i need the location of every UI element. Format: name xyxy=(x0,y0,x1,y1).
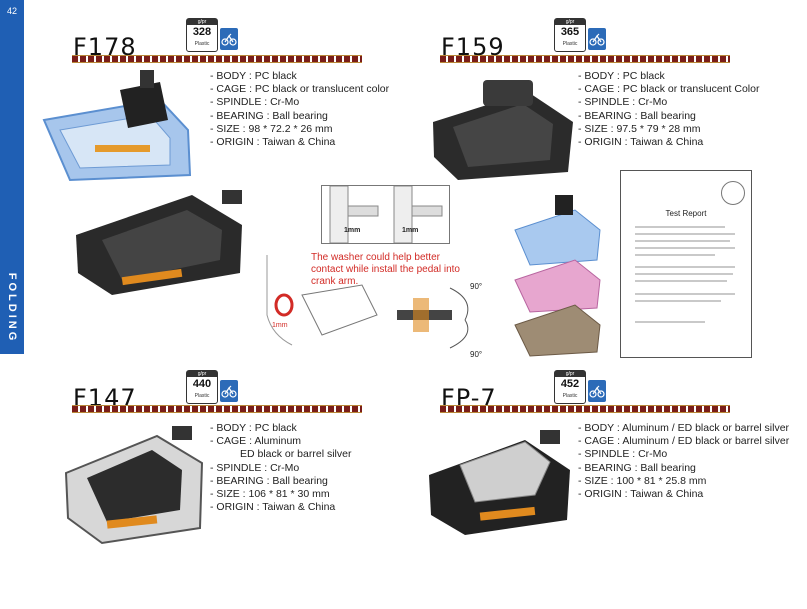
bicycle-icon xyxy=(588,380,606,402)
pedal-color-variants-image xyxy=(514,195,601,357)
section-sidebar: 42 FOLDING xyxy=(0,0,24,354)
decorative-divider xyxy=(440,55,730,63)
decorative-divider xyxy=(72,55,362,63)
pedal-image-f178-black xyxy=(76,190,242,295)
page-number: 42 xyxy=(6,6,17,16)
angle-label: 90° xyxy=(470,282,483,291)
bicycle-icon xyxy=(220,28,238,50)
spindle-rotation-illustration xyxy=(397,287,469,349)
decorative-divider xyxy=(440,405,730,413)
dimension-label: 1mm xyxy=(402,227,419,234)
pedal-image-f147 xyxy=(64,426,204,545)
spec-list-f178: - BODY : PC black- CAGE : PC black or tr… xyxy=(210,70,390,149)
washer-note: The washer could help better contact whi… xyxy=(311,252,460,287)
washer-dimension-label: 1mm xyxy=(272,322,288,329)
spec-list-f159: - BODY : PC black- CAGE : PC black or tr… xyxy=(578,70,760,149)
pedal-image-fp-7 xyxy=(429,430,570,535)
spec-list-fp-7: - BODY : Aluminum / ED black or barrel s… xyxy=(578,422,790,501)
dimension-label: 1mm xyxy=(344,227,361,234)
weight-badge-f147: g/pr 440 Plastic xyxy=(186,370,218,404)
weight-badge-f178: g/pr 328 Plastic xyxy=(186,18,218,52)
weight-badge-f159: g/pr 365 Plastic xyxy=(554,18,586,52)
weight-badge-fp-7: g/pr 452 Plastic xyxy=(554,370,586,404)
certification-seal xyxy=(721,181,745,205)
spec-list-f147: - BODY : PC black- CAGE : Aluminum ED bl… xyxy=(210,422,352,514)
bicycle-icon xyxy=(220,380,238,402)
decorative-divider xyxy=(72,405,362,413)
test-report-document: Test Report xyxy=(620,170,752,358)
bicycle-icon xyxy=(588,28,606,50)
washer-install-illustration xyxy=(266,255,378,346)
report-title: Test Report xyxy=(665,209,707,218)
angle-label: 90° xyxy=(470,350,483,359)
section-label: FOLDING xyxy=(6,272,18,344)
pedal-image-f178-translucent xyxy=(42,70,192,182)
pedal-image-f159 xyxy=(433,80,573,180)
crank-arm-diagram: 1mm 1mm xyxy=(321,185,450,244)
